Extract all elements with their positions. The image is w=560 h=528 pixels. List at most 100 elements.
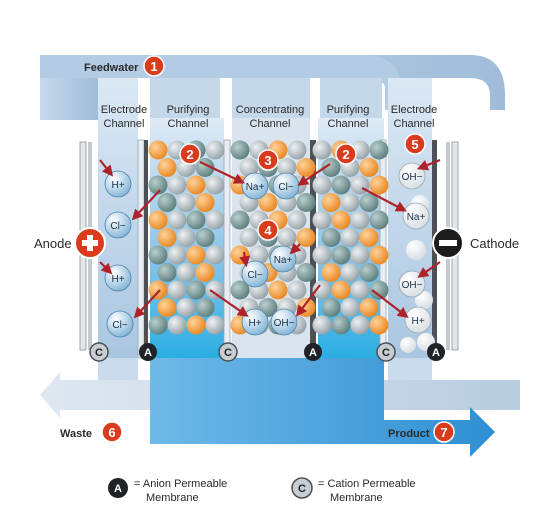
ion-cl-minus-conc-mid: Cl− <box>241 260 269 288</box>
cation-membrane-badge-1: C <box>89 342 109 362</box>
ion-na-plus-conc-mid: Na+ <box>269 245 297 273</box>
arrow <box>99 159 114 177</box>
resin-bead <box>331 280 351 300</box>
svg-text:3: 3 <box>264 153 271 168</box>
resin-bead <box>186 210 206 230</box>
resin-bead <box>195 193 215 212</box>
resin-bead <box>230 210 250 230</box>
anion-membrane-badge-1: A <box>139 343 157 361</box>
resin-bead <box>239 158 259 177</box>
resin-bead <box>359 263 379 282</box>
resin-bead <box>287 140 307 160</box>
resin-bead <box>167 280 187 300</box>
resin-bead <box>186 245 206 265</box>
arrow <box>199 161 245 184</box>
svg-text:5: 5 <box>411 137 418 152</box>
legend-anion-line2: Membrane <box>146 492 199 504</box>
svg-text:6: 6 <box>108 425 115 440</box>
resin-bead <box>176 298 196 317</box>
resin-bead <box>176 263 196 282</box>
resin-bead <box>186 315 206 335</box>
purifying-channel-right-line1: Purifying <box>327 104 370 116</box>
resin-bead <box>312 245 332 265</box>
membrane-badges: C A C A C A <box>89 342 445 362</box>
resin-bead <box>195 228 215 247</box>
resin-bead <box>148 175 168 195</box>
resin-bead <box>205 315 225 335</box>
anion-membrane-badge-3: A <box>427 343 445 361</box>
resin-bead <box>369 210 389 230</box>
legend-cation-line1: = Cation Permeable <box>318 478 416 490</box>
legend-anion-line1: = Anion Permeable <box>134 478 227 490</box>
resin-bead <box>167 245 187 265</box>
resin-bead <box>176 193 196 212</box>
product-flow <box>150 358 495 457</box>
ion-na-plus-right: Na+ <box>402 202 430 230</box>
resin-bead <box>296 193 316 212</box>
svg-text:A: A <box>309 347 317 359</box>
svg-text:2: 2 <box>342 147 349 162</box>
legend-cation-line2: Membrane <box>330 492 383 504</box>
resin-bead <box>148 280 168 300</box>
resin-bead <box>296 298 316 317</box>
membrane-1-dark <box>144 140 148 358</box>
resin-bead <box>157 298 177 317</box>
svg-text:Cl−: Cl− <box>247 270 262 281</box>
waste-label: Waste <box>60 428 92 440</box>
resin-bead <box>176 228 196 247</box>
cation-membrane-badge-2: C <box>218 342 238 362</box>
resin-bead <box>268 280 288 300</box>
resin-bead <box>167 210 187 230</box>
resin-bead <box>148 140 168 160</box>
resin-bead <box>157 158 177 177</box>
anode: Anode <box>34 227 106 259</box>
resin-bead <box>205 210 225 230</box>
resin-bead <box>186 175 206 195</box>
ion-cl-minus-left-2: Cl− <box>106 310 134 338</box>
resin-bead <box>331 315 351 335</box>
arrow <box>131 189 161 221</box>
step-badges: 1 2 3 2 4 5 6 7 <box>101 55 455 443</box>
resin-bead <box>186 280 206 300</box>
svg-text:Cl−: Cl− <box>112 320 127 331</box>
step-badge-waste: 6 <box>101 421 123 443</box>
arrow <box>209 289 249 317</box>
electrode-channel-left-line1: Electrode <box>101 104 147 116</box>
step-badge-concentrate-mid: 4 <box>257 219 279 241</box>
resin-bead <box>157 263 177 282</box>
svg-text:OH−: OH− <box>402 172 423 183</box>
step-badge-concentrate-top: 3 <box>257 149 279 171</box>
svg-text:OH−: OH− <box>402 280 423 291</box>
svg-text:C: C <box>382 347 390 359</box>
resin-bead <box>359 298 379 317</box>
resin-bead <box>230 140 250 160</box>
ion-cl-minus-conc-top: Cl− <box>272 172 300 200</box>
svg-text:1: 1 <box>150 59 157 74</box>
arrow <box>239 251 251 268</box>
resin-bead <box>205 175 225 195</box>
ion-h-plus-left-1: H+ <box>104 170 132 198</box>
resin-bead <box>157 228 177 247</box>
resin-bead <box>312 140 332 160</box>
resin-bead <box>340 228 360 247</box>
resin-bead <box>369 315 389 335</box>
resin-bead <box>277 158 297 177</box>
resin-bead <box>277 228 297 247</box>
svg-text:Na+: Na+ <box>274 255 293 266</box>
resin-bead <box>359 193 379 212</box>
svg-text:H+: H+ <box>411 316 424 327</box>
arrow <box>417 261 441 278</box>
electrode-channel-left-line2: Channel <box>104 118 145 130</box>
resin-bead <box>321 263 341 282</box>
resin-bead <box>195 298 215 317</box>
step-badge-purify-left: 2 <box>179 143 201 165</box>
ion-cl-minus-left-1: Cl− <box>104 211 132 239</box>
svg-text:OH−: OH− <box>274 318 295 329</box>
arrow <box>416 158 441 171</box>
minus-icon <box>439 240 457 246</box>
resin-bead <box>369 140 389 160</box>
svg-text:C: C <box>95 347 103 359</box>
svg-text:A: A <box>144 347 152 359</box>
channel-labels: Electrode Channel Purifying Channel Conc… <box>101 104 437 130</box>
